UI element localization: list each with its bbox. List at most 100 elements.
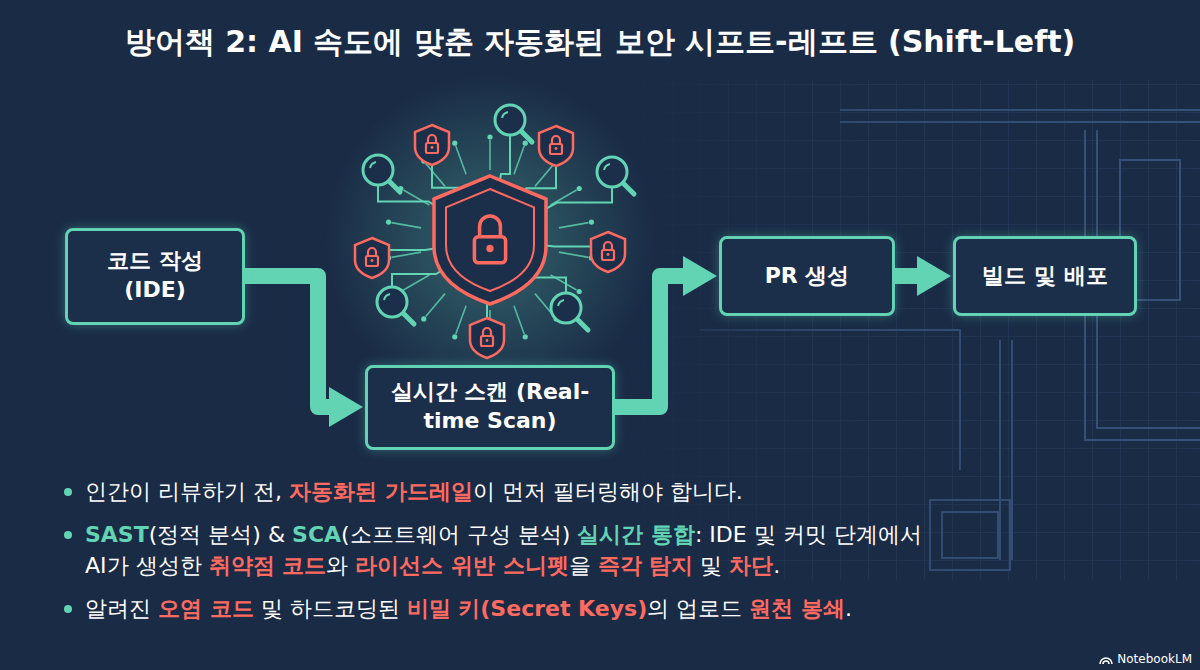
magnifier-lens bbox=[495, 105, 525, 135]
circuit-dot bbox=[577, 289, 582, 294]
process-box: 빌드 및 배포 bbox=[953, 236, 1137, 316]
shield-icon bbox=[470, 318, 504, 358]
bullet-text: 즉각 탐지 bbox=[598, 553, 694, 578]
magnifier-handle bbox=[622, 182, 634, 194]
bullet-text: 오염 코드 bbox=[158, 596, 254, 621]
keyhole bbox=[486, 339, 489, 342]
magnifier-handle bbox=[520, 130, 532, 142]
lock-shackle bbox=[428, 135, 436, 143]
blueprint-pipes bbox=[700, 110, 1200, 570]
small-shield bbox=[591, 232, 625, 272]
security-illustration bbox=[355, 105, 634, 358]
magnifier-handle bbox=[402, 312, 414, 324]
bullet-text: 차단 bbox=[729, 553, 773, 578]
lock-shackle bbox=[368, 248, 376, 256]
bullet-line: SAST(정적 분석) & SCA(소프트웨어 구성 분석) 실시간 통합: I… bbox=[58, 519, 1168, 550]
bullet-text: : IDE 및 커밋 단계에서 bbox=[695, 522, 922, 547]
bullet-list: 인간이 리뷰하기 전, 자동화된 가드레일이 먼저 필터링해야 합니다. SAST… bbox=[58, 476, 1168, 624]
bullet-text: 인간이 리뷰하기 전, bbox=[85, 479, 289, 504]
keyhole bbox=[371, 259, 374, 262]
small-shield bbox=[470, 318, 504, 358]
magnifier-handle bbox=[576, 318, 588, 330]
bullet-text: 을 bbox=[569, 553, 598, 578]
bullet-dot bbox=[64, 488, 72, 496]
watermark: NotebookLM bbox=[1099, 652, 1192, 666]
bullet-line: 인간이 리뷰하기 전, 자동화된 가드레일이 먼저 필터링해야 합니다. bbox=[58, 476, 1168, 507]
circuit-dot bbox=[589, 220, 594, 225]
bullet-text: 취약점 코드 bbox=[209, 553, 327, 578]
circuit-line bbox=[392, 223, 422, 228]
circuit-dot bbox=[577, 186, 582, 191]
lock-shackle bbox=[604, 242, 612, 250]
box-label: 코드 작성 (IDE) bbox=[90, 247, 220, 304]
lens-glint bbox=[604, 164, 610, 170]
box-label: 실시간 스캔 (Real-time Scan) bbox=[385, 378, 595, 435]
magnifier-icon bbox=[377, 287, 414, 324]
process-box: PR 생성 bbox=[719, 236, 895, 316]
lock-body bbox=[602, 250, 614, 260]
process-box: 실시간 스캔 (Real-time Scan) bbox=[365, 365, 615, 450]
circuit-dot bbox=[523, 334, 528, 339]
circuit-line bbox=[489, 140, 491, 170]
magnifier-lens bbox=[377, 287, 407, 317]
bullet-text: (소프트웨어 구성 분석) bbox=[341, 522, 577, 547]
watermark-logo bbox=[1099, 653, 1113, 665]
magnifier-icon bbox=[363, 155, 400, 192]
circuit-line bbox=[514, 146, 524, 174]
bullet-dot bbox=[64, 531, 72, 539]
lock-shackle bbox=[483, 328, 491, 336]
bullet-text: 의 업로드 bbox=[647, 596, 749, 621]
central-shield bbox=[434, 176, 546, 304]
bullet-text: 와 bbox=[326, 553, 355, 578]
magnifier-lens bbox=[551, 293, 581, 323]
lens-glint bbox=[370, 162, 376, 168]
circuit-line bbox=[456, 146, 466, 174]
lock-body bbox=[426, 143, 438, 153]
circuit-dot bbox=[421, 316, 426, 321]
circuit-line bbox=[403, 275, 429, 290]
bullet-text: 라이선스 위반 스니펫 bbox=[355, 553, 568, 578]
flow-arrow bbox=[245, 276, 329, 407]
slide-title: 방어책 2: AI 속도에 맞춘 자동화된 보안 시프트-레프트 (Shift-… bbox=[125, 22, 1076, 63]
keyhole bbox=[555, 147, 558, 150]
bullet-line: 알려진 오염 코드 및 하드코딩된 비밀 키(Secret Keys)의 업로드… bbox=[58, 593, 1168, 624]
bullet-text: . bbox=[773, 553, 780, 578]
circuit-line bbox=[456, 306, 466, 334]
bullet-text: SAST bbox=[85, 522, 149, 547]
lock-shackle bbox=[552, 136, 560, 144]
box-label: 빌드 및 배포 bbox=[982, 262, 1107, 291]
bullet-text: AI가 생성한 bbox=[85, 553, 209, 578]
circuit-line bbox=[514, 306, 524, 334]
watermark-text: NotebookLM bbox=[1117, 652, 1192, 666]
pipe bbox=[700, 330, 960, 470]
circuit-line bbox=[426, 163, 445, 186]
lens-glint bbox=[558, 300, 564, 306]
lock-body bbox=[474, 237, 505, 263]
box-label: PR 생성 bbox=[765, 262, 850, 291]
circuit-dot bbox=[386, 220, 391, 225]
circuit-dot bbox=[452, 334, 457, 339]
flow-arrow bbox=[615, 276, 683, 407]
lock-body bbox=[481, 336, 493, 346]
pipe bbox=[840, 110, 1200, 122]
shield-icon bbox=[415, 125, 449, 165]
keyhole bbox=[431, 146, 434, 149]
bullet-text: 원천 봉쇄 bbox=[749, 596, 845, 621]
bullet-text: 및 bbox=[693, 553, 729, 578]
bullet-text: 이 먼저 필터링해야 합니다. bbox=[473, 479, 743, 504]
bullet-text: 실시간 통합 bbox=[577, 522, 695, 547]
shield-outer bbox=[434, 176, 546, 304]
circuit-line bbox=[403, 190, 429, 205]
circuit-line bbox=[392, 252, 422, 257]
bullet-text: SCA bbox=[292, 522, 341, 547]
bullet-text: 자동화된 가드레일 bbox=[289, 479, 473, 504]
shield-icon bbox=[591, 232, 625, 272]
circuit-line bbox=[559, 223, 589, 228]
bullet-dot bbox=[64, 605, 72, 613]
shield-inner bbox=[446, 189, 534, 291]
magnifier-handle bbox=[388, 180, 400, 192]
bullet-text: . bbox=[845, 596, 852, 621]
shield-icon bbox=[539, 126, 573, 166]
magnifier-lens bbox=[597, 157, 627, 187]
process-box: 코드 작성 (IDE) bbox=[65, 228, 245, 325]
